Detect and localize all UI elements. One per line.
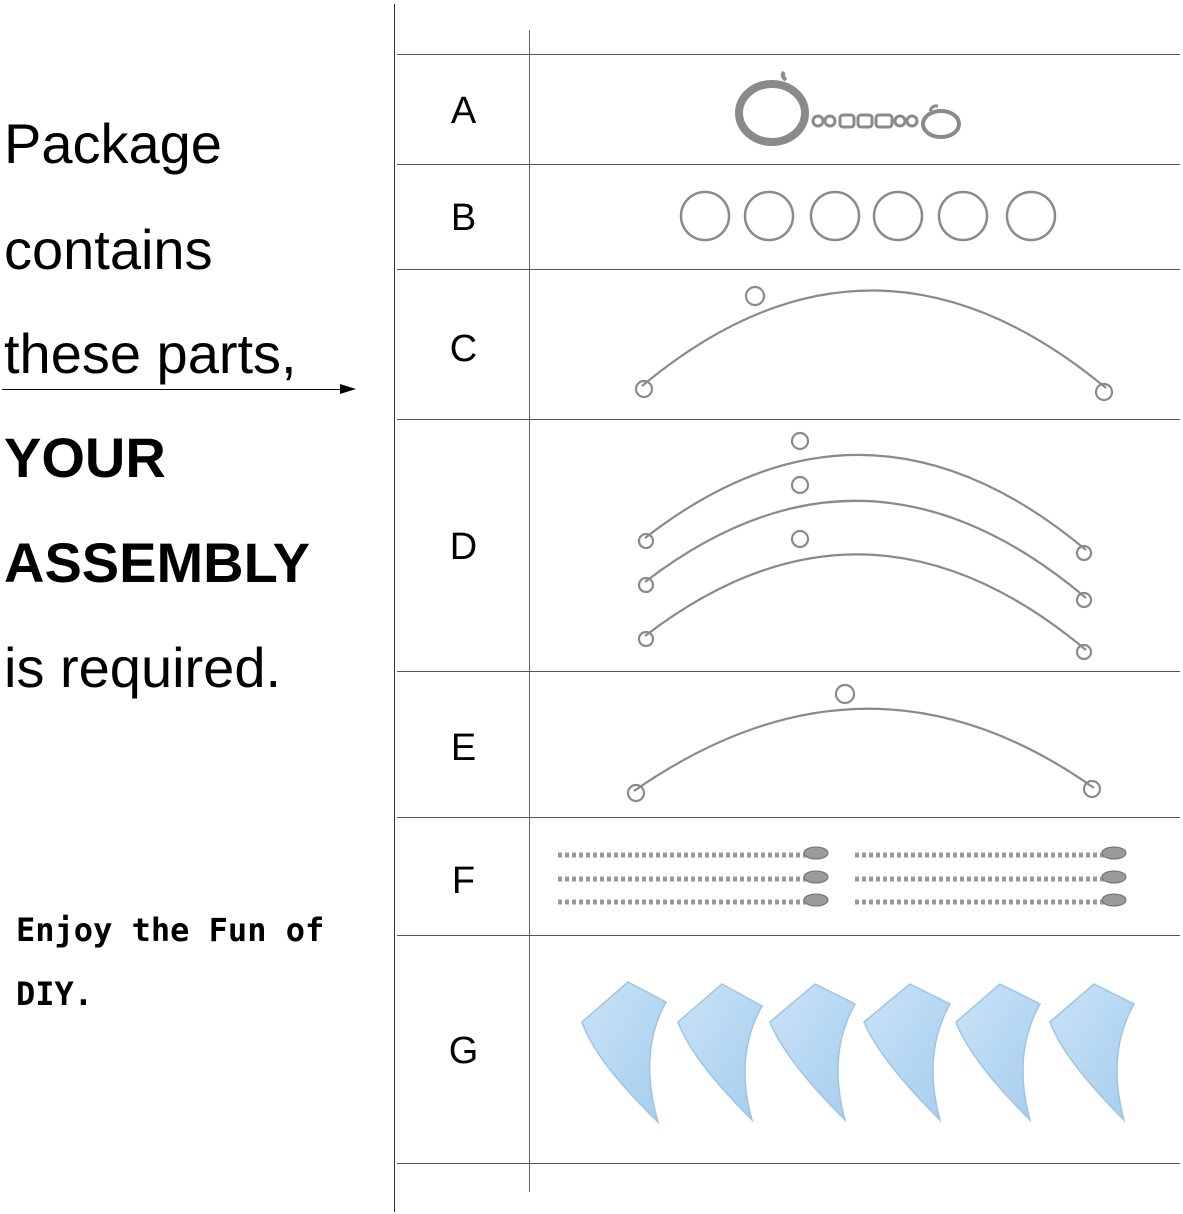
intro-line-6: is required. (4, 636, 282, 699)
part-label-c: C (449, 328, 478, 370)
table-row-divider (397, 54, 1180, 55)
part-label-d: D (449, 526, 478, 568)
part-label-b: B (450, 197, 477, 239)
arrow-right-icon (340, 384, 356, 394)
wire-arc-icon (634, 285, 1114, 402)
intro-line-5: ASSEMBLY (4, 531, 311, 594)
tagline-line-2: DIY. (16, 975, 94, 1013)
ball-chains-icon (558, 846, 1127, 907)
part-label-a: A (450, 90, 477, 132)
arrow-line (2, 389, 348, 390)
tagline-line-1: Enjoy the Fun of (16, 911, 325, 949)
table-left-border (394, 4, 395, 1212)
wide-wire-arc-icon (626, 683, 1102, 803)
table-row-divider (397, 817, 1180, 818)
table-column-divider (529, 30, 530, 1192)
part-label-e: E (450, 727, 477, 769)
part-label-f: F (451, 860, 476, 902)
wire-arcs-icon (637, 431, 1093, 661)
intro-line-2: contains (4, 218, 213, 281)
table-row-divider (397, 935, 1180, 936)
table-row-divider (397, 1163, 1180, 1164)
intro-line-3: these parts, (4, 322, 297, 385)
part-label-g: G (448, 1030, 479, 1072)
table-row-divider (397, 419, 1180, 420)
intro-line-4: YOUR (4, 426, 166, 489)
table-row-divider (397, 164, 1180, 165)
jump-rings-icon (679, 190, 1057, 242)
crystal-drops-icon (581, 981, 1136, 1125)
intro-line-1: Package (4, 112, 222, 175)
table-row-divider (397, 269, 1180, 270)
lobster-clasp-icon (735, 70, 961, 146)
table-row-divider (397, 671, 1180, 672)
